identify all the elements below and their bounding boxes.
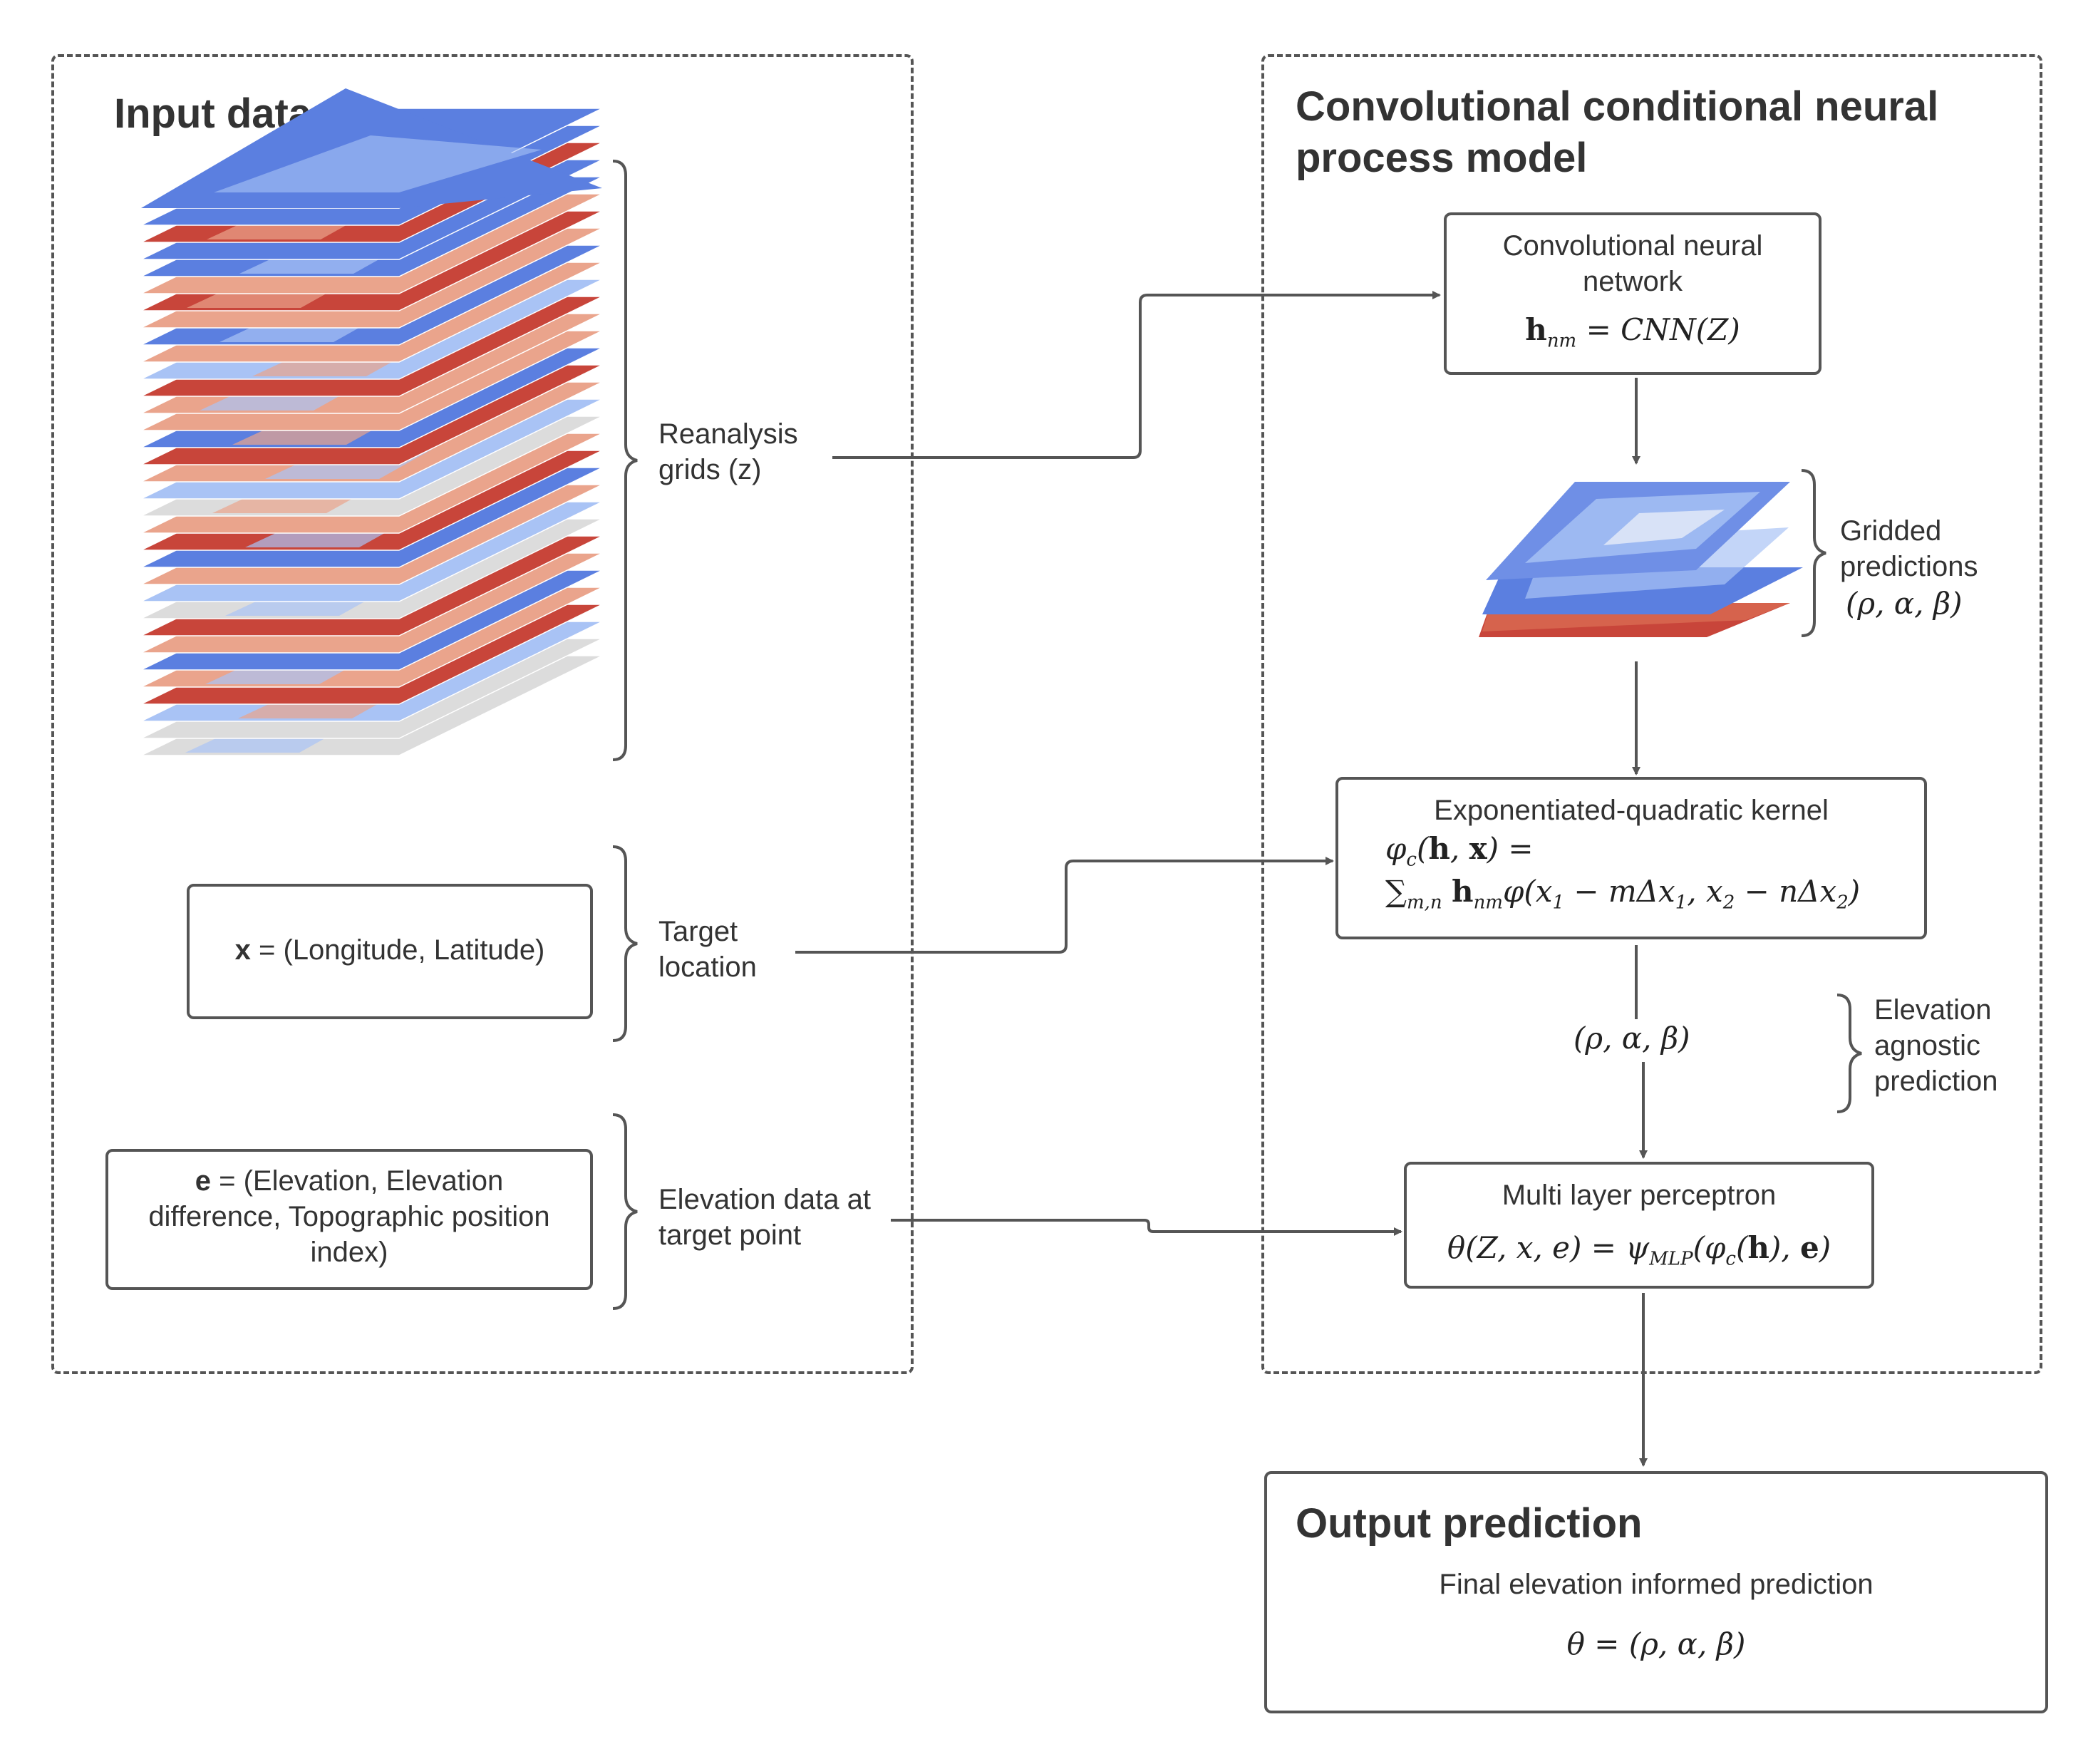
- cnn-title-line1: Convolutional neural: [1502, 230, 1763, 262]
- kernel-formula-line1: φc(h, x) =: [1385, 831, 1534, 871]
- kernel-formula-line2: ∑m,n hnmφ(x1 − mΔx1, x2 − nΔx2): [1385, 874, 1861, 914]
- cnn-formula: hnm = CNN(Z): [1525, 312, 1740, 352]
- elevation-box: e = (Elevation, Elevation difference, To…: [105, 1149, 593, 1290]
- kernel-title: Exponentiated-quadratic kernel: [1434, 795, 1829, 826]
- reanalysis-label-line1: Reanalysis: [658, 418, 798, 450]
- elevation-text-line1: e = (Elevation, Elevation: [108, 1163, 590, 1199]
- output-box: Output prediction Final elevation inform…: [1264, 1471, 2048, 1713]
- arrow-params: (ρ, α, β): [1574, 1021, 1690, 1056]
- cnn-box: Convolutional neural network hnm = CNN(Z…: [1444, 212, 1821, 375]
- agnostic-label-line2: agnostic: [1874, 1030, 1980, 1061]
- elevation-data-label-line1: Elevation data at: [658, 1184, 871, 1215]
- reanalysis-grid-stack: [140, 88, 603, 756]
- kernel-box: Exponentiated-quadratic kernel φc(h, x) …: [1335, 777, 1927, 939]
- reanalysis-label-line2: grids (z): [658, 454, 762, 485]
- mlp-box: Multi layer perceptron θ(Z, x, e) = ψMLP…: [1404, 1162, 1874, 1289]
- model-title-line1: Convolutional conditional neural: [1296, 83, 1939, 130]
- output-subtitle: Final elevation informed prediction: [1439, 1569, 1874, 1600]
- cnn-title-line2: network: [1582, 266, 1683, 297]
- output-title: Output prediction: [1296, 1500, 1643, 1547]
- braces: [612, 160, 1862, 1310]
- grid-layer-top-texture: [214, 135, 542, 192]
- mlp-title: Multi layer perceptron: [1502, 1180, 1777, 1211]
- model-panel: [1261, 54, 2042, 1374]
- input-data-panel: [51, 54, 914, 1374]
- e-symbol: e: [195, 1165, 211, 1197]
- target-location-text: x = (Longitude, Latitude): [190, 932, 590, 968]
- gridded-label-line2: predictions: [1840, 551, 1978, 582]
- agnostic-label-line3: prediction: [1874, 1066, 1998, 1097]
- elevation-text-line2: difference, Topographic position: [148, 1201, 550, 1232]
- output-formula: θ = (ρ, α, β): [1566, 1626, 1746, 1661]
- target-label-line1: Target: [658, 916, 738, 947]
- elevation-data-label-line2: target point: [658, 1219, 802, 1251]
- gridded-params: (ρ, α, β): [1846, 586, 1963, 621]
- x-definition: = (Longitude, Latitude): [250, 934, 545, 966]
- gridded-predictions-stack: [1479, 482, 1803, 637]
- agnostic-label-line1: Elevation: [1874, 994, 1992, 1026]
- x-symbol: x: [234, 934, 251, 966]
- connectors: [795, 291, 1648, 1467]
- model-title-line2: process model: [1296, 135, 1588, 181]
- mlp-formula: θ(Z, x, e) = ψMLP(φc(h), e): [1447, 1230, 1831, 1270]
- elevation-text-line3: index): [310, 1237, 388, 1268]
- target-label-line2: location: [658, 951, 757, 983]
- e-definition-line1: = (Elevation, Elevation: [211, 1165, 504, 1197]
- gridded-label-line1: Gridded: [1840, 515, 1942, 547]
- target-location-box: x = (Longitude, Latitude): [187, 884, 593, 1019]
